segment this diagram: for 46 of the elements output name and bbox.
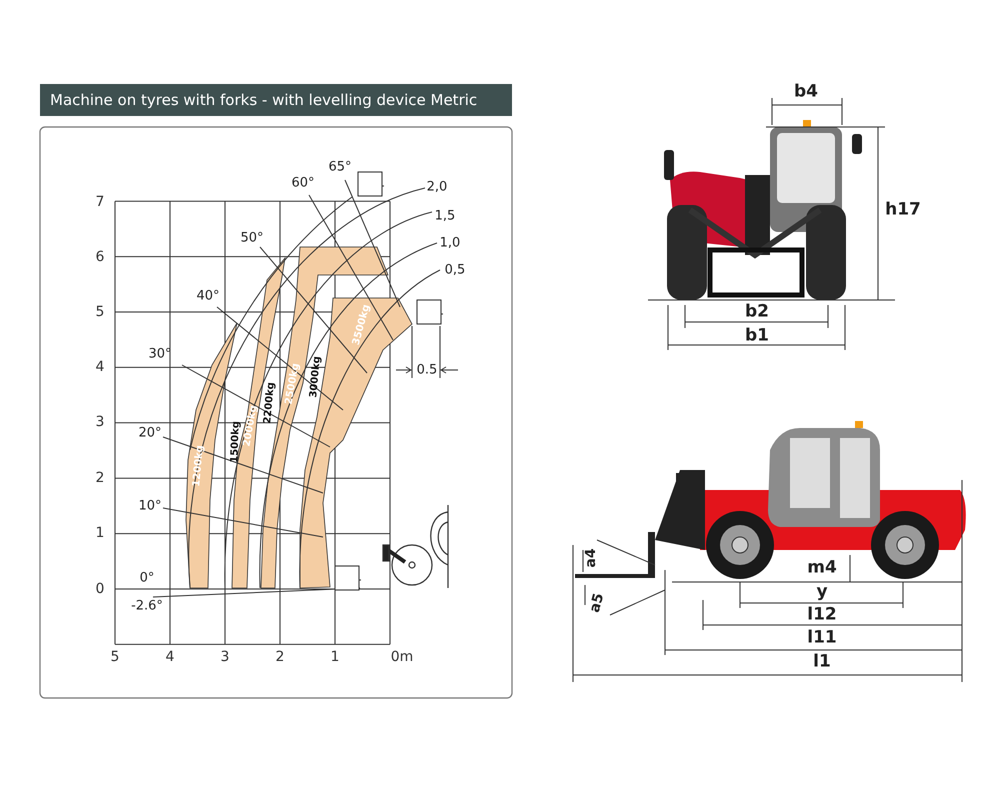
dimension-label: h17 xyxy=(885,202,921,218)
angle-label: 20° xyxy=(138,426,162,440)
axis-tick-label: 5 xyxy=(110,650,120,664)
angle-label: 1,5 xyxy=(434,210,456,222)
axis-tick-label: 0m xyxy=(390,650,414,664)
axis-tick-label: 1 xyxy=(330,650,340,664)
load-label: 1500kg xyxy=(230,421,242,463)
dimension-label: b4 xyxy=(794,84,818,100)
load-label: 2000kg xyxy=(242,404,260,448)
dimension-label: l11 xyxy=(807,630,837,646)
load-label: 1200kg xyxy=(192,444,206,488)
angle-label: -2.6° xyxy=(131,600,163,612)
dimension-label: l1 xyxy=(813,654,831,670)
axis-tick-label: 4 xyxy=(96,360,104,374)
angle-label: 50° xyxy=(240,232,264,244)
axis-tick-label: 4 xyxy=(166,650,174,664)
angle-label: 40° xyxy=(196,290,220,302)
axis-tick-label: 2 xyxy=(96,471,104,485)
angle-label: 0,5 xyxy=(444,264,466,276)
angle-label: 1,0 xyxy=(440,236,460,250)
axis-tick-label: 5 xyxy=(96,305,104,319)
angle-label: 10° xyxy=(138,500,162,512)
dimension-label: l12 xyxy=(807,606,837,624)
angle-label: 0.5 xyxy=(416,364,438,376)
axis-tick-label: 2 xyxy=(276,650,284,664)
title-text: Machine on tyres with forks - with levelling device Metric xyxy=(50,91,478,109)
axis-tick-label: 7 xyxy=(96,195,104,209)
angle-label: 0° xyxy=(140,572,154,584)
dimension-label: a5 xyxy=(588,592,606,614)
dimension-label: a4 xyxy=(584,548,598,568)
angle-label: 65° xyxy=(328,160,352,174)
axis-tick-label: 3 xyxy=(220,650,230,664)
axis-tick-label: 3 xyxy=(96,415,104,429)
angle-label: 60° xyxy=(291,176,315,190)
dimension-label: m4 xyxy=(807,560,837,576)
load-label: 2500kg xyxy=(284,362,302,406)
axis-tick-label: 1 xyxy=(96,526,104,540)
load-label: 3000kg xyxy=(309,356,323,398)
angle-label: 2,0 xyxy=(426,180,448,194)
axis-tick-label: 0 xyxy=(96,582,104,596)
load-label: 2200kg xyxy=(263,382,277,424)
axis-tick-label: 6 xyxy=(96,250,104,264)
title-band xyxy=(40,84,512,116)
dimension-label: y xyxy=(816,584,828,600)
dimension-label: b1 xyxy=(745,328,769,344)
dimension-label: b2 xyxy=(745,304,769,320)
